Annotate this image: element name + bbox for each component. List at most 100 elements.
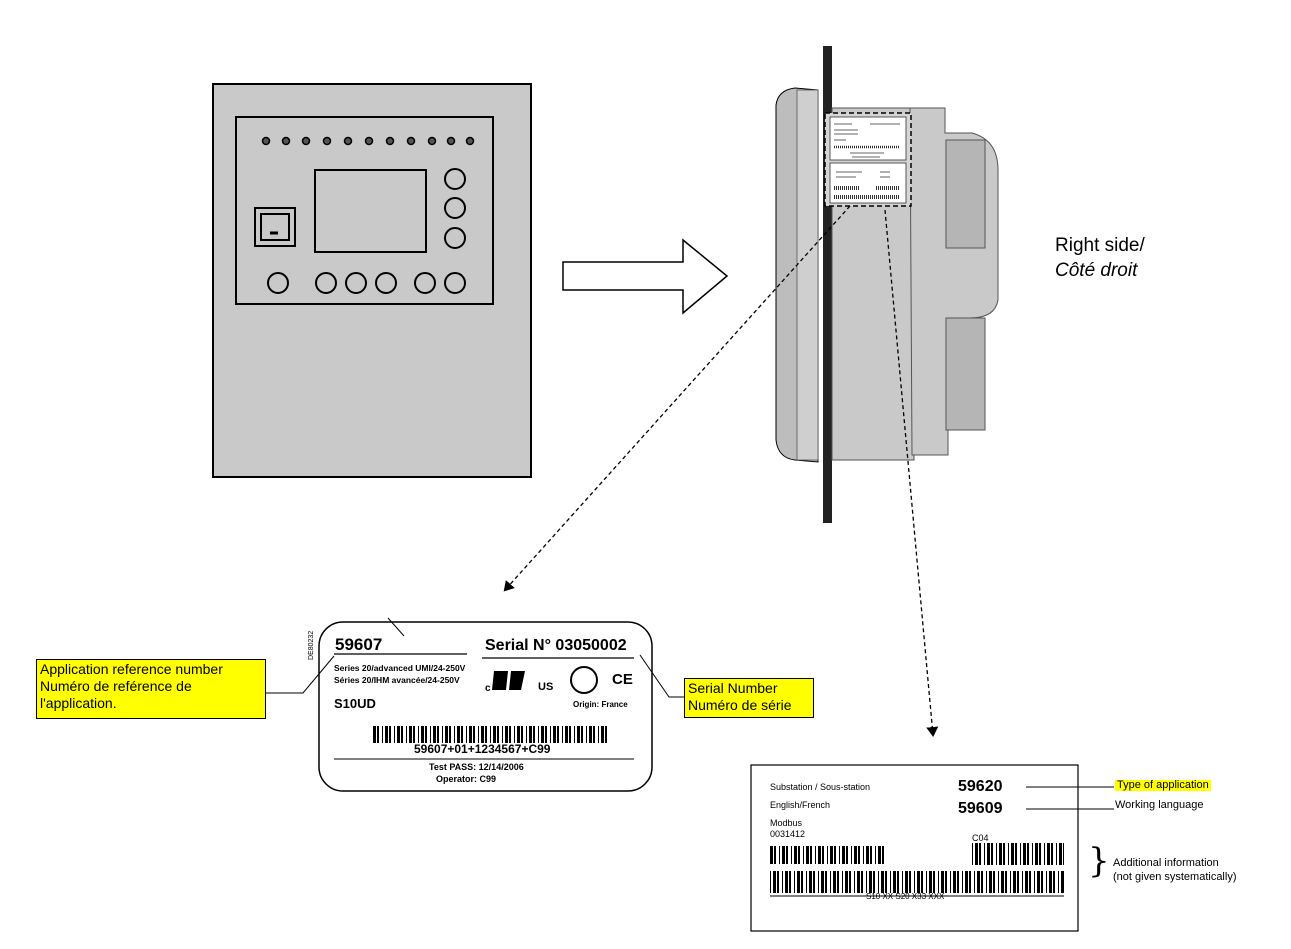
mini-label-marks xyxy=(834,123,900,199)
barcode-bar xyxy=(442,726,443,743)
barcode-bar xyxy=(974,871,975,893)
ul-mark xyxy=(492,671,525,690)
barcode-bar xyxy=(541,726,544,743)
serial-leader xyxy=(639,654,684,698)
barcode-bar xyxy=(909,871,911,893)
barcode-bar xyxy=(981,871,983,893)
barcode-bar xyxy=(1061,871,1064,893)
barcode-bar xyxy=(786,846,788,864)
barcode-bar xyxy=(517,726,520,743)
barcode-bar xyxy=(1017,871,1019,893)
barcode-bar xyxy=(914,871,915,893)
barcode-bar xyxy=(377,726,379,743)
barcode-bar xyxy=(873,871,875,893)
barcode-bar xyxy=(469,726,472,743)
barcode-bar xyxy=(1003,843,1005,865)
barcode-bar xyxy=(869,871,872,893)
barcode-bar xyxy=(1034,871,1035,893)
csa-mark xyxy=(570,666,598,694)
barcode-bar xyxy=(929,871,932,893)
barcode-bar xyxy=(957,871,959,893)
barcode-bar xyxy=(485,726,487,743)
barcode-bar xyxy=(490,726,491,743)
barcode-bar xyxy=(797,871,800,893)
barcode-bar xyxy=(437,726,439,743)
barcode-bar xyxy=(529,726,532,743)
barcode-bar xyxy=(598,726,599,743)
barcode-bar xyxy=(430,726,431,743)
barcode-bar xyxy=(885,871,887,893)
barcode-bar xyxy=(409,726,412,743)
barcode-bar xyxy=(1013,871,1016,893)
barcode-bar xyxy=(842,871,843,893)
barcode-bar xyxy=(810,846,812,864)
barcode-bar xyxy=(794,871,795,893)
barcode-bar xyxy=(965,871,968,893)
barcode-bar xyxy=(433,726,436,743)
barcode-bar xyxy=(421,726,424,743)
barcode-bar xyxy=(837,871,839,893)
barcode-bar xyxy=(789,871,791,893)
ul-c-mark: c xyxy=(485,683,491,694)
barcode-bar xyxy=(818,846,821,864)
small-barcode-text: 59607+01+1234567+C99 xyxy=(414,742,551,756)
barcode-bar xyxy=(1037,871,1040,893)
ce-mark: CE xyxy=(612,671,633,688)
code-c04: C04 xyxy=(972,833,989,843)
barcode-bar xyxy=(533,726,535,743)
barcode-bar xyxy=(401,726,403,743)
mini-label-1 xyxy=(829,116,907,161)
language-value: 59609 xyxy=(958,800,1003,817)
barcode-bar xyxy=(977,871,980,893)
code-label: 0031412 xyxy=(770,829,806,839)
barcode-bar xyxy=(1051,843,1053,865)
barcode-bar xyxy=(461,726,463,743)
barcode-bar xyxy=(389,726,391,743)
barcode-bar xyxy=(975,843,978,865)
rear-connector-bottom xyxy=(945,317,986,431)
barcode-bar xyxy=(993,871,995,893)
barcode-bar xyxy=(830,846,833,864)
mounting-plate xyxy=(823,46,832,523)
barcode-bar xyxy=(950,871,951,893)
callout-reference-line1: Application reference number xyxy=(40,661,223,677)
small-label xyxy=(318,617,653,792)
barcode-bar xyxy=(418,726,419,743)
barcode-bar xyxy=(773,871,776,893)
barcode-bar xyxy=(413,726,415,743)
callout-reference-line3: l'application. xyxy=(40,695,117,711)
operator: Operator: C99 xyxy=(436,774,497,784)
large-label xyxy=(750,764,1114,932)
barcode-bar xyxy=(577,726,580,743)
rear-connector-top xyxy=(945,139,986,249)
barcode-bar xyxy=(478,726,479,743)
front-view xyxy=(212,83,532,478)
barcode-bar xyxy=(1047,843,1050,865)
side-view xyxy=(775,46,999,523)
serial-text: Serial N° 03050002 xyxy=(485,637,627,654)
barcode-bar xyxy=(878,871,879,893)
barcode-bar xyxy=(526,726,527,743)
protocol-label: Modbus xyxy=(770,818,803,828)
barcode-bar xyxy=(538,726,539,743)
stamp-code: DE80232 xyxy=(308,630,315,660)
barcode-bar xyxy=(815,846,816,864)
barcode-bar xyxy=(866,871,867,893)
barcode-bar xyxy=(897,871,899,893)
barcode-bar xyxy=(890,871,891,893)
barcode-bar xyxy=(497,726,499,743)
barcode-bar xyxy=(593,726,595,743)
barcode-bar xyxy=(854,846,857,864)
barcode-bar xyxy=(562,726,563,743)
barcode-bar xyxy=(878,846,881,864)
barcode-bar xyxy=(833,871,836,893)
barcode-bar xyxy=(550,726,551,743)
barcode-bar xyxy=(962,871,963,893)
barcode-bar xyxy=(502,726,503,743)
barcode-bar xyxy=(394,726,395,743)
barcode-bar xyxy=(969,871,971,893)
barcode-bar xyxy=(1035,843,1038,865)
barcode-bar xyxy=(921,871,923,893)
barcode-bar xyxy=(822,846,824,864)
